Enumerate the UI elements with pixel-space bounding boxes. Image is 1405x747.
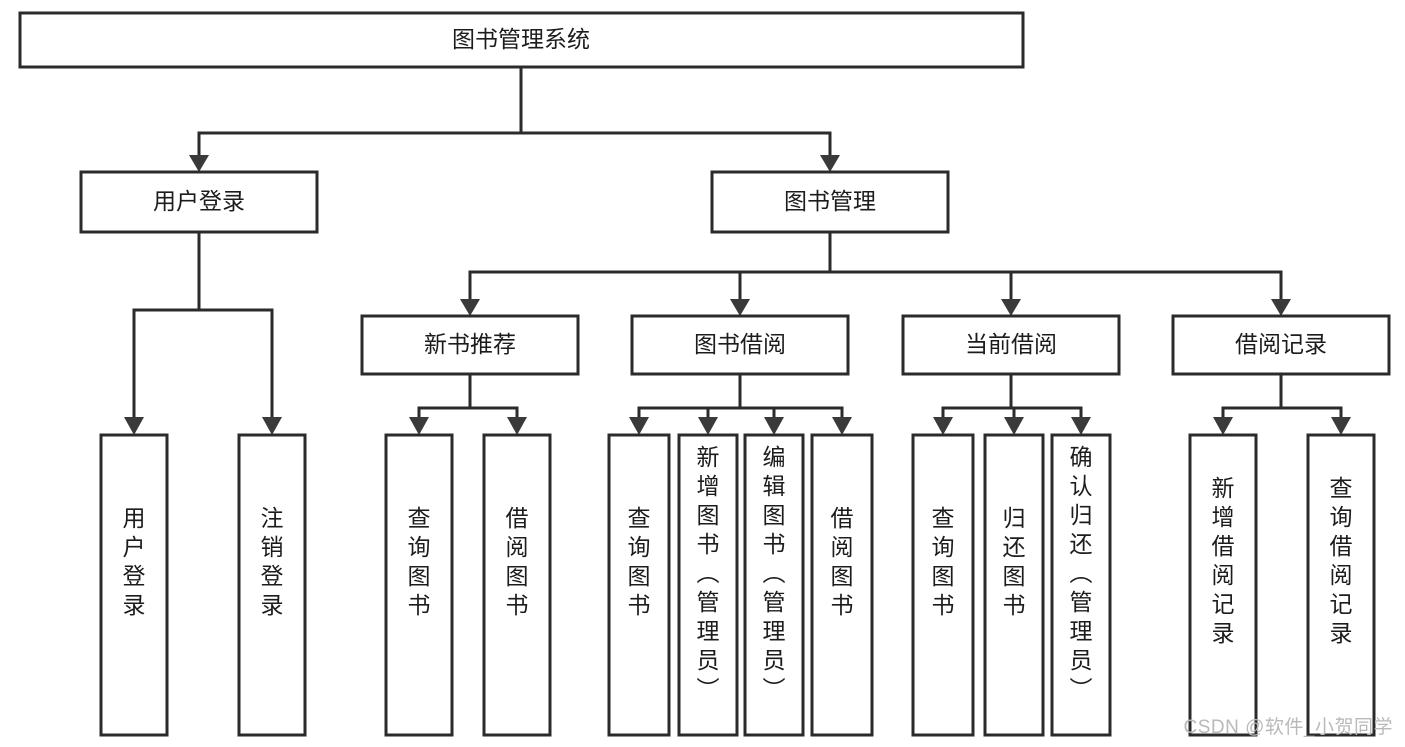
node-book-borrow-box[interactable] xyxy=(630,314,850,376)
leaf-query-borrow-record[interactable]: 查询借阅记录 xyxy=(1306,433,1376,737)
leaf-add-book-admin-label: 新增图书︵管理员︶ xyxy=(697,444,720,702)
leaf-borrow-book-label: 借阅图书 xyxy=(831,505,854,618)
node-book-management-label: 图书管理 xyxy=(784,188,876,214)
leaf-borrow-book-box[interactable] xyxy=(810,433,874,737)
leaf-query-book-borrow[interactable]: 查询图书 xyxy=(607,433,671,737)
leaf-return-book-box[interactable] xyxy=(983,433,1045,737)
leaf-query-book-current-label: 查询图书 xyxy=(932,505,955,618)
leaf-add-borrow-record-box[interactable] xyxy=(1188,433,1258,737)
leaf-return-book[interactable]: 归还图书 xyxy=(983,433,1045,737)
leaf-logout-login-label: 注销登录 xyxy=(261,505,284,618)
leaf-borrow-book-recommend[interactable]: 借阅图书 xyxy=(482,433,552,737)
node-new-book-recommend-label: 新书推荐 xyxy=(424,331,516,357)
leaf-user-login-label: 用户登录 xyxy=(123,505,146,618)
leaf-query-book-current-box[interactable] xyxy=(911,433,975,737)
leaf-borrow-book-recommend-box[interactable] xyxy=(482,433,552,737)
node-book-borrow[interactable]: 图书借阅 xyxy=(630,314,850,376)
leaf-return-book-label: 归还图书 xyxy=(1003,505,1026,618)
leaf-confirm-return-admin-label: 确认归还︵管理员︶ xyxy=(1070,444,1093,702)
leaf-add-borrow-record[interactable]: 新增借阅记录 xyxy=(1188,433,1258,737)
leaf-add-borrow-record-label: 新增借阅记录 xyxy=(1212,475,1235,646)
leaf-confirm-return-admin[interactable]: 确认归还︵管理员︶ xyxy=(1050,433,1112,737)
connector-book-management-to-level3 xyxy=(460,230,1291,316)
leaf-user-login-box[interactable] xyxy=(99,433,169,737)
node-book-management[interactable]: 图书管理 xyxy=(710,170,950,234)
leaf-logout-login[interactable]: 注销登录 xyxy=(237,433,307,737)
connector-new-book-recommend-to-leaves xyxy=(409,372,527,435)
leaf-query-book-borrow-label: 查询图书 xyxy=(628,505,651,618)
node-new-book-recommend[interactable]: 新书推荐 xyxy=(360,314,580,376)
connector-book-borrow-to-leaves xyxy=(629,372,852,435)
leaf-query-book-recommend-label: 查询图书 xyxy=(408,505,431,618)
node-user-login[interactable]: 用户登录 xyxy=(79,170,319,234)
node-current-borrow[interactable]: 当前借阅 xyxy=(901,314,1121,376)
leaf-query-book-recommend-box[interactable] xyxy=(384,433,454,737)
leaf-query-book-current[interactable]: 查询图书 xyxy=(911,433,975,737)
connector-user-login-to-leaves xyxy=(124,230,282,435)
leaf-user-login[interactable]: 用户登录 xyxy=(99,433,169,737)
connector-root-to-level2 xyxy=(189,65,840,172)
leaf-edit-book-admin-label: 编辑图书︵管理员︶ xyxy=(763,444,786,702)
connector-current-borrow-to-leaves xyxy=(933,372,1091,435)
connector-borrow-record-to-leaves xyxy=(1213,372,1351,435)
leaf-edit-book-admin[interactable]: 编辑图书︵管理员︶ xyxy=(743,433,805,737)
leaf-query-borrow-record-box[interactable] xyxy=(1306,433,1376,737)
leaf-logout-login-box[interactable] xyxy=(237,433,307,737)
leaf-query-borrow-record-label: 查询借阅记录 xyxy=(1330,475,1353,646)
node-root-box[interactable] xyxy=(18,11,1025,69)
leaf-add-book-admin-box[interactable] xyxy=(677,433,739,737)
leaf-edit-book-admin-box[interactable] xyxy=(743,433,805,737)
leaf-borrow-book[interactable]: 借阅图书 xyxy=(810,433,874,737)
node-root-label: 图书管理系统 xyxy=(452,26,590,52)
node-new-book-recommend-box[interactable] xyxy=(360,314,580,376)
leaf-confirm-return-admin-box[interactable] xyxy=(1050,433,1112,737)
node-user-login-label: 用户登录 xyxy=(153,188,245,214)
node-borrow-record-label: 借阅记录 xyxy=(1235,331,1327,357)
node-book-management-box[interactable] xyxy=(710,170,950,234)
node-borrow-record-box[interactable] xyxy=(1171,314,1391,376)
node-book-borrow-label: 图书借阅 xyxy=(694,331,786,357)
leaf-query-book-recommend[interactable]: 查询图书 xyxy=(384,433,454,737)
leaf-add-book-admin[interactable]: 新增图书︵管理员︶ xyxy=(677,433,739,737)
node-user-login-box[interactable] xyxy=(79,170,319,234)
watermark: CSDN @软件_小贺同学 xyxy=(1183,717,1393,738)
connector-layer xyxy=(124,65,1351,435)
leaf-borrow-book-recommend-label: 借阅图书 xyxy=(506,505,529,618)
node-root[interactable]: 图书管理系统 xyxy=(18,11,1025,69)
node-current-borrow-label: 当前借阅 xyxy=(965,331,1057,357)
node-borrow-record[interactable]: 借阅记录 xyxy=(1171,314,1391,376)
leaf-query-book-borrow-box[interactable] xyxy=(607,433,671,737)
node-current-borrow-box[interactable] xyxy=(901,314,1121,376)
